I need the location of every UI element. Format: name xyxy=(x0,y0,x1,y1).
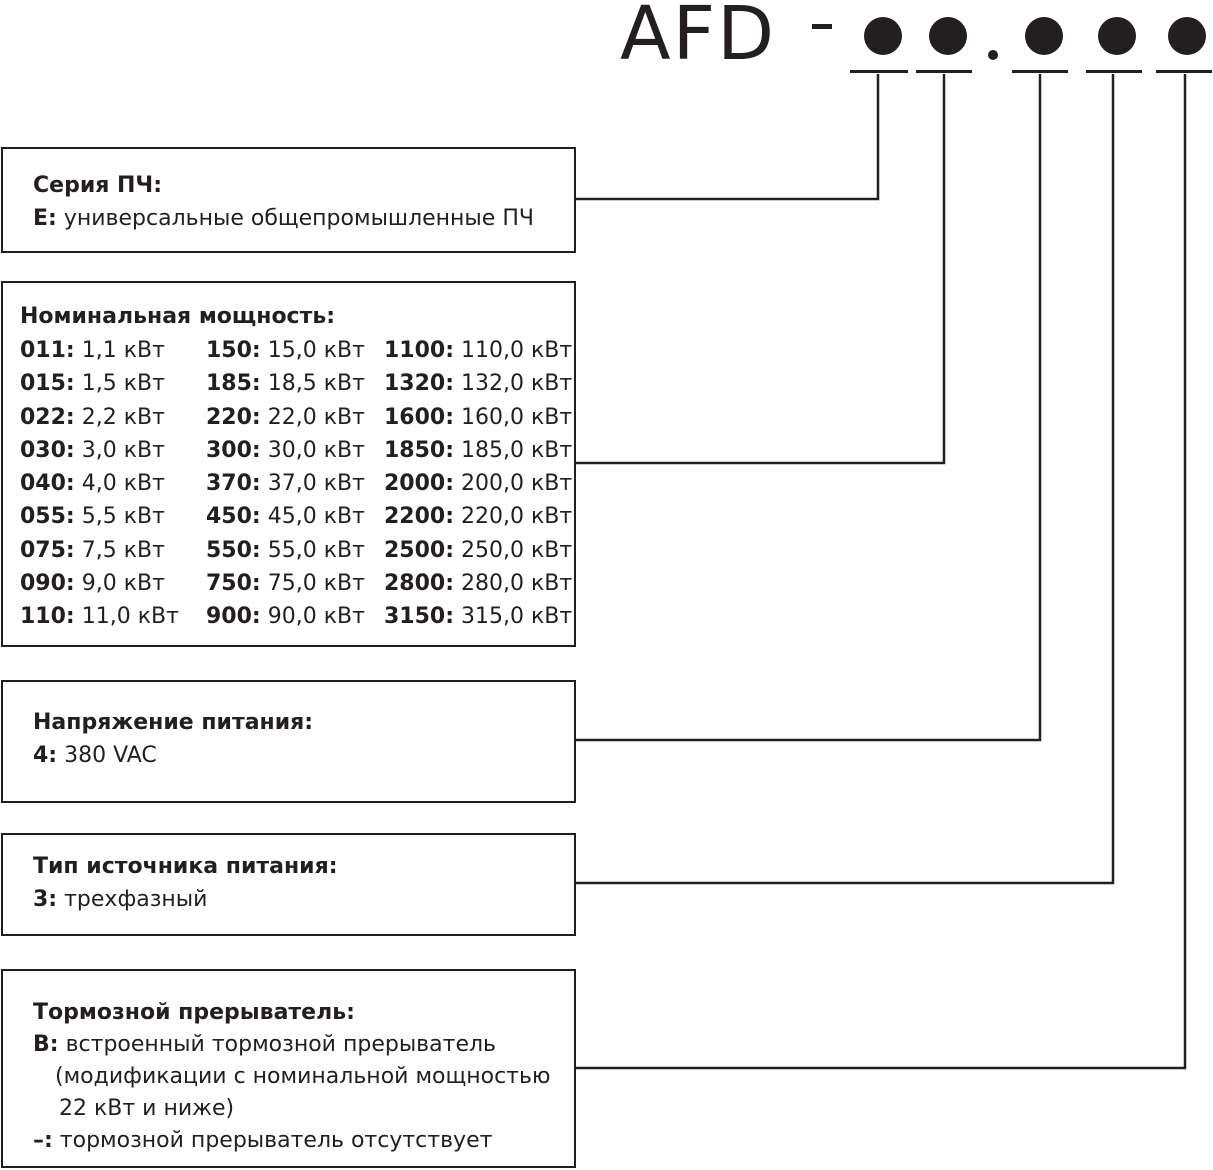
power-entry: 015: 1,5 кВт xyxy=(20,371,165,397)
power-entry: 2500: 250,0 кВт xyxy=(384,537,573,563)
power-entry: 030: 3,0 кВт xyxy=(20,437,165,463)
brake-item-none: –: тормозной прерыватель отсутствует xyxy=(33,1125,574,1157)
model-prefix: AFD xyxy=(620,0,777,77)
power-table: 011: 1,1 кВт 150: 15,0 кВт 1100: 110,0 к… xyxy=(20,334,574,634)
connector-series xyxy=(576,74,880,201)
power-entry: 040: 4,0 кВт xyxy=(20,471,165,497)
power-title: Номинальная мощность: xyxy=(20,304,336,329)
power-entry: 370: 37,0 кВт xyxy=(206,471,365,497)
voltage-item-code: 4: xyxy=(33,743,58,768)
power-entry: 1100: 110,0 кВт xyxy=(384,338,573,363)
brake-item-none-code: –: xyxy=(33,1128,53,1153)
series-item: E: универсальные общепромышленные ПЧ xyxy=(33,202,574,235)
voltage-title: Напряжение питания: xyxy=(33,710,314,735)
power-entry: 900: 90,0 кВт xyxy=(206,604,365,630)
power-entry: 1320: 132,0 кВт xyxy=(384,371,573,397)
power-entry: 022: 2,2 кВт xyxy=(20,404,165,430)
power-entry: 220: 22,0 кВт xyxy=(206,404,365,430)
phase-item-code: 3: xyxy=(33,887,58,912)
brake-item-builtin-text: встроенный тормозной прерыватель xyxy=(58,1032,497,1057)
voltage-box: Напряжение питания: 4: 380 VAC xyxy=(1,680,576,803)
phase-item-text: трехфазный xyxy=(57,887,208,912)
code-placeholder-series xyxy=(864,17,902,55)
code-placeholder-voltage xyxy=(1098,17,1136,55)
power-entry: 090: 9,0 кВт xyxy=(20,571,165,597)
code-separator-dot xyxy=(988,50,998,60)
phase-box: Тип источника питания: 3: трехфазный xyxy=(1,833,576,936)
series-item-text: универсальные общепромышленные ПЧ xyxy=(56,206,534,231)
power-entry: 3150: 315,0 кВт xyxy=(384,604,573,630)
code-underline-2 xyxy=(916,70,972,73)
power-entry: 2800: 280,0 кВт xyxy=(384,571,573,597)
power-entry: 075: 7,5 кВт xyxy=(20,537,165,563)
brake-item-none-text: тормозной прерыватель отсутствует xyxy=(52,1128,493,1153)
brake-item-builtin-note-1: (модификации с номинальной мощностью xyxy=(55,1064,551,1089)
power-entry: 300: 30,0 кВт xyxy=(206,437,365,463)
series-box: Серия ПЧ: E: универсальные общепромышлен… xyxy=(1,147,576,253)
power-entry: 2200: 220,0 кВт xyxy=(384,504,573,530)
power-entry: 1600: 160,0 кВт xyxy=(384,404,573,430)
power-entry: 1850: 185,0 кВт xyxy=(384,437,573,463)
phase-title: Тип источника питания: xyxy=(33,854,338,879)
brake-box: Тормозной прерыватель: B: встроенный тор… xyxy=(1,969,576,1168)
power-entry: 011: 1,1 кВт xyxy=(20,338,165,363)
voltage-item-text: 380 VAC xyxy=(57,743,157,768)
power-entry: 550: 55,0 кВт xyxy=(206,537,365,563)
connector-phase xyxy=(576,74,1115,885)
power-entry: 2000: 200,0 кВт xyxy=(384,471,573,497)
power-entry: 185: 18,5 кВт xyxy=(206,371,365,397)
voltage-item: 4: 380 VAC xyxy=(33,739,574,772)
phase-item: 3: трехфазный xyxy=(33,883,574,916)
code-underline-4 xyxy=(1086,70,1142,73)
series-item-code: E: xyxy=(33,206,57,231)
brake-item-builtin-code: B: xyxy=(33,1032,59,1057)
code-underline-1 xyxy=(850,70,908,73)
connector-power xyxy=(576,74,946,465)
code-placeholder-power-1 xyxy=(929,17,967,55)
power-entry: 450: 45,0 кВт xyxy=(206,504,365,530)
code-underline-3 xyxy=(1012,70,1068,73)
prefix-dash xyxy=(812,24,832,29)
brake-item-builtin-note-2: 22 кВт и ниже) xyxy=(59,1096,235,1121)
brake-title: Тормозной прерыватель: xyxy=(33,1000,355,1025)
connector-voltage xyxy=(576,74,1042,742)
power-entry: 055: 5,5 кВт xyxy=(20,504,165,530)
series-title: Серия ПЧ: xyxy=(33,173,163,198)
power-entry: 750: 75,0 кВт xyxy=(206,571,365,597)
code-underline-5 xyxy=(1156,70,1212,73)
code-placeholder-power-2 xyxy=(1025,17,1063,55)
brake-item-builtin: B: встроенный тормозной прерыватель xyxy=(33,1029,574,1061)
code-placeholder-brake xyxy=(1168,17,1206,55)
power-entry: 150: 15,0 кВт xyxy=(206,338,365,363)
power-entry: 110: 11,0 кВт xyxy=(20,604,179,630)
connector-brake xyxy=(576,74,1187,1070)
power-box: Номинальная мощность: 011: 1,1 кВт 150: … xyxy=(1,281,576,647)
